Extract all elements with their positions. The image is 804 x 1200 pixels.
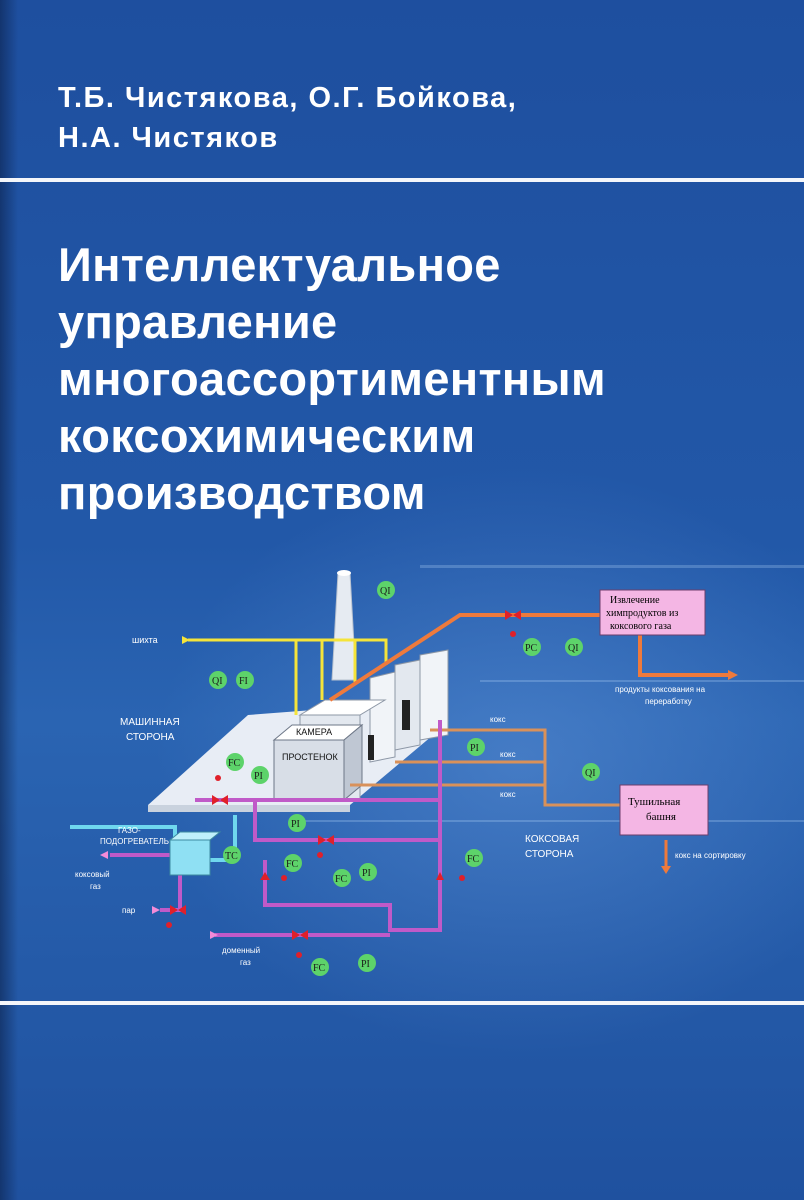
instruments: QI QI FI PC QI PI QI FC PI PI TC FC FC P… <box>209 581 600 976</box>
svg-text:FC: FC <box>286 859 299 870</box>
yellow-feed-lines <box>188 638 388 715</box>
instrument-pi-low: PI <box>288 814 306 832</box>
process-diagram-svg: КАМЕРА ПРОСТЕНОК шихта Извлечение химпро… <box>70 565 804 976</box>
svg-text:PI: PI <box>254 771 263 782</box>
divider-top <box>0 178 804 182</box>
oven-blocks <box>272 649 449 802</box>
label-mashinnaya-2: СТОРОНА <box>126 732 175 743</box>
title-line-1: Интеллектуальное <box>58 238 501 291</box>
instrument-fc-bottom: FC <box>311 958 329 976</box>
label-domen-1: доменный <box>222 946 260 955</box>
label-par: пар <box>122 906 136 915</box>
instrument-pc: PC <box>523 638 541 656</box>
instrument-qi-top: QI <box>377 581 395 599</box>
instrument-pi-b: PI <box>359 863 377 881</box>
label-gazopod-1: ГАЗО- <box>118 826 141 835</box>
label-koksovaya-2: СТОРОНА <box>525 849 574 860</box>
svg-text:PI: PI <box>470 743 479 754</box>
instrument-fc-left: FC <box>226 753 244 771</box>
label-shikhta: шихта <box>132 635 158 645</box>
instrument-qi-left: QI <box>209 671 227 689</box>
label-koks-2: кокс <box>500 750 516 759</box>
instrument-pi-bottom: PI <box>358 954 376 972</box>
svg-text:TC: TC <box>225 851 238 862</box>
purple-arrows <box>100 851 218 939</box>
label-koksovaya-1: КОКСОВАЯ <box>525 834 579 845</box>
instrument-pi-mid: PI <box>467 738 485 756</box>
svg-text:PI: PI <box>361 959 370 970</box>
spine-shadow <box>0 0 18 1200</box>
svg-text:QI: QI <box>380 586 391 597</box>
shikhta-arrow <box>182 636 190 644</box>
label-gazopod-2: ПОДОГРЕВАТЕЛЬ <box>100 837 169 846</box>
chimney-top <box>337 570 351 576</box>
extraction-line-2: химпродуктов из <box>606 608 678 619</box>
tower-line-2: башня <box>646 811 676 823</box>
authors-line-2: Н.А. Чистяков <box>58 122 279 154</box>
tower-line-1: Тушильная <box>628 796 680 808</box>
svg-text:QI: QI <box>212 676 223 687</box>
label-koks-gas-1: коксовый <box>75 870 110 879</box>
label-koks-gas-2: газ <box>90 882 101 891</box>
background-streaks <box>300 565 804 822</box>
svg-text:QI: QI <box>585 768 596 779</box>
title-line-5: производством <box>58 466 426 519</box>
svg-text:FC: FC <box>335 874 348 885</box>
instrument-fi-left: FI <box>236 671 254 689</box>
title-line-4: коксохимическим <box>58 409 476 462</box>
svg-text:QI: QI <box>568 643 579 654</box>
label-kamera: КАМЕРА <box>296 727 332 737</box>
divider-bottom <box>0 1001 804 1005</box>
valves <box>166 610 521 958</box>
products-line-1: продукты коксования на <box>615 685 706 694</box>
label-domen-2: газ <box>240 958 251 967</box>
extraction-line-3: коксового газа <box>610 621 672 632</box>
purple-gas-lines <box>110 720 442 937</box>
instrument-fc-a: FC <box>284 854 302 872</box>
svg-text:PI: PI <box>291 819 300 830</box>
instrument-fc-right: FC <box>465 849 483 867</box>
instrument-qi-tower: QI <box>582 763 600 781</box>
orange-gas-lines <box>328 613 730 702</box>
instrument-qi-ext: QI <box>565 638 583 656</box>
authors: Т.Б. Чистякова, О.Г. Бойкова, Н.А. Чистя… <box>58 78 517 158</box>
extraction-line-1: Извлечение <box>610 595 660 606</box>
quench-tower-box <box>619 784 709 836</box>
products-line-2: переработку <box>645 697 692 706</box>
title-line-3: многоассортиментным <box>58 352 606 405</box>
book-title: Интеллектуальное управление многоассорти… <box>58 236 778 521</box>
instrument-tc: TC <box>223 846 241 864</box>
svg-text:PC: PC <box>525 643 538 654</box>
coke-sort-arrow <box>661 866 671 874</box>
instrument-fc-b: FC <box>333 869 351 887</box>
label-koks-sort: кокс на сортировку <box>675 851 746 860</box>
label-koks-3: кокс <box>500 790 516 799</box>
svg-text:FC: FC <box>313 963 326 974</box>
extraction-box <box>599 589 706 636</box>
coke-lines <box>350 728 620 807</box>
label-mashinnaya-1: МАШИННАЯ <box>120 717 180 728</box>
gas-heater <box>169 839 211 876</box>
svg-text:FC: FC <box>467 854 480 865</box>
chimney <box>331 572 357 681</box>
process-diagram: КАМЕРА ПРОСТЕНОК шихта Извлечение химпро… <box>60 560 804 980</box>
label-prostenok: ПРОСТЕНОК <box>282 752 338 762</box>
title-line-2: управление <box>58 295 338 348</box>
products-arrow <box>728 670 738 680</box>
battery-base-edge <box>148 805 350 812</box>
authors-line-1: Т.Б. Чистякова, О.Г. Бойкова, <box>58 82 518 114</box>
gas-heater-top <box>168 831 222 841</box>
svg-text:FC: FC <box>228 758 241 769</box>
svg-text:PI: PI <box>362 868 371 879</box>
svg-text:FI: FI <box>239 676 248 687</box>
instrument-pi-left: PI <box>251 766 269 784</box>
label-koks-1: кокс <box>490 715 506 724</box>
